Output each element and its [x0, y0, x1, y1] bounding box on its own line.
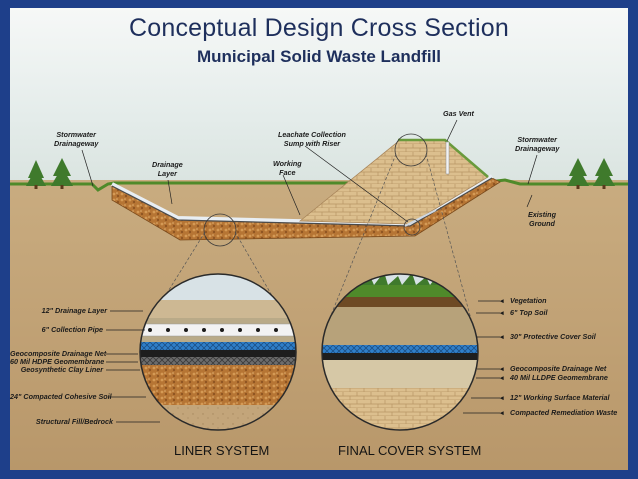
cover-layer-label: 12" Working Surface Material [510, 393, 610, 402]
label-leachate-sump: Leachate Collection Sump with Riser [278, 130, 346, 148]
arrow-left-icon: ◂ [500, 364, 504, 373]
gas-vent-pipe [445, 141, 450, 175]
liner-layer-label: 12" Drainage Layer [41, 306, 107, 315]
arrow-left-icon: ◂ [500, 296, 504, 305]
label-stormwater-right: Stormwater Drainageway [515, 135, 560, 153]
liner-zoom-marker [203, 213, 237, 247]
cover-layer-label: Compacted Remediation Waste [510, 408, 618, 417]
liner-layer-label: Geocomposite Drainage Net [10, 349, 107, 358]
sky [10, 8, 628, 191]
liner-system-caption: LINER SYSTEM [174, 443, 270, 458]
page-title: Conceptual Design Cross Section [128, 14, 509, 42]
collection-pipe-holes [148, 328, 278, 332]
liner-leader-lines [106, 310, 160, 423]
arrow-left-icon: ◂ [500, 393, 504, 402]
cover-zoom-marker [394, 133, 428, 167]
label-drainage-layer: Drainage Layer [152, 160, 183, 178]
tree-icon [593, 158, 615, 189]
label-existing-ground: Existing Ground [528, 210, 556, 228]
final-cover [398, 138, 489, 178]
cover-leader-lines [463, 300, 500, 414]
cover-layer-label: Vegetation [510, 296, 547, 305]
tree-icon [567, 158, 589, 189]
arrow-left-icon: ◂ [500, 332, 504, 341]
liner-top-layer [111, 174, 494, 227]
label-working-face: Working Face [273, 159, 302, 177]
liner-layer-label: 6" Collection Pipe [41, 325, 103, 334]
liner-layer-label: 60 Mil HDPE Geomembrane [10, 357, 105, 366]
arrow-left-icon: ◂ [500, 408, 504, 417]
cover-layer-label: 6" Top Soil [510, 308, 548, 317]
riser-pipe [404, 209, 437, 227]
cover-layer-label: 30" Protective Cover Soil [510, 332, 596, 341]
liner-layer-label: Structural Fill/Bedrock [35, 417, 113, 426]
liner-layer-label: 24" Compacted Cohesive Soil [10, 392, 112, 401]
tree-icon [51, 158, 73, 189]
sump-marker [403, 218, 421, 236]
top-leader-lines [81, 119, 538, 223]
arrow-left-icon: ◂ [500, 373, 504, 382]
final-cover-caption: FINAL COVER SYSTEM [338, 443, 482, 458]
label-stormwater-left: Stormwater Drainageway [54, 130, 99, 148]
page-subtitle: Municipal Solid Waste Landfill [197, 47, 441, 66]
label-gas-vent: Gas Vent [443, 109, 474, 118]
tree-icon [26, 160, 46, 189]
cover-layer-label: Geocomposite Drainage Net [510, 364, 607, 373]
arrow-left-icon: ◂ [500, 308, 504, 317]
liner-layer-label: Geosynthetic Clay Liner [20, 365, 103, 374]
cover-layer-label: 40 Mil LLDPE Geomembrane [510, 373, 608, 382]
